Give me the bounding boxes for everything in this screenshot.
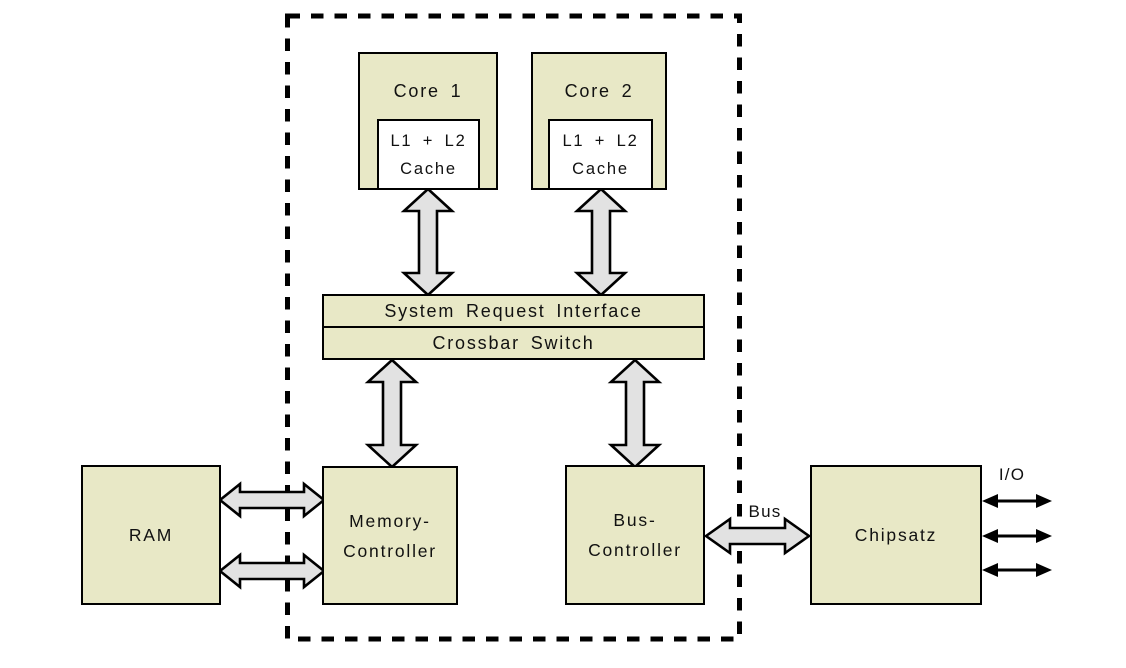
- chipset-block: Chipsatz: [810, 465, 982, 605]
- memory-controller-line1: Memory-: [349, 510, 431, 531]
- core1-cache-line1: L1 + L2: [390, 131, 467, 150]
- core2-cache-line1: L1 + L2: [562, 131, 639, 150]
- bus-controller-line2: Controller: [588, 540, 682, 560]
- bus-controller-line1: Bus-: [613, 510, 657, 530]
- io-label: I/O: [998, 465, 1026, 484]
- crossbar-switch-label: Crossbar Switch: [432, 332, 595, 353]
- crossbar-switch-block: Crossbar Switch: [322, 325, 705, 360]
- core1-label: Core 1: [393, 81, 463, 101]
- core2-cache-block: L1 + L2 Cache: [548, 119, 653, 190]
- double-arrow-ram-memory-bottom: [217, 552, 327, 590]
- double-arrow-bus-controller-chipset: [703, 516, 812, 556]
- double-arrow-cache2-sri: [573, 187, 629, 297]
- double-arrow-cache1-sri: [400, 187, 456, 297]
- ram-block: RAM: [81, 465, 221, 605]
- cpu-die-dashed-boundary: [285, 13, 742, 642]
- core2-cache-line2: Cache: [572, 159, 629, 178]
- bus-label: Bus: [748, 502, 782, 521]
- double-arrow-crossbar-memory-controller: [364, 358, 420, 469]
- double-arrow-crossbar-bus-controller: [607, 358, 663, 469]
- memory-controller-block: Memory- Controller: [322, 466, 458, 605]
- system-request-interface-block: System Request Interface: [322, 294, 705, 328]
- double-arrow-ram-memory-top: [217, 481, 327, 519]
- core2-label: Core 2: [564, 81, 634, 101]
- memory-controller-line2: Controller: [343, 540, 437, 561]
- bus-controller-block: Bus- Controller: [565, 465, 705, 605]
- core1-cache-block: L1 + L2 Cache: [377, 119, 480, 190]
- system-request-interface-label: System Request Interface: [384, 301, 643, 321]
- io-arrow-top: [982, 494, 1052, 508]
- chipset-label: Chipsatz: [854, 525, 938, 545]
- io-arrow-bottom: [982, 563, 1052, 577]
- io-arrow-middle: [982, 529, 1052, 543]
- ram-label: RAM: [128, 525, 174, 545]
- core1-cache-line2: Cache: [400, 159, 457, 178]
